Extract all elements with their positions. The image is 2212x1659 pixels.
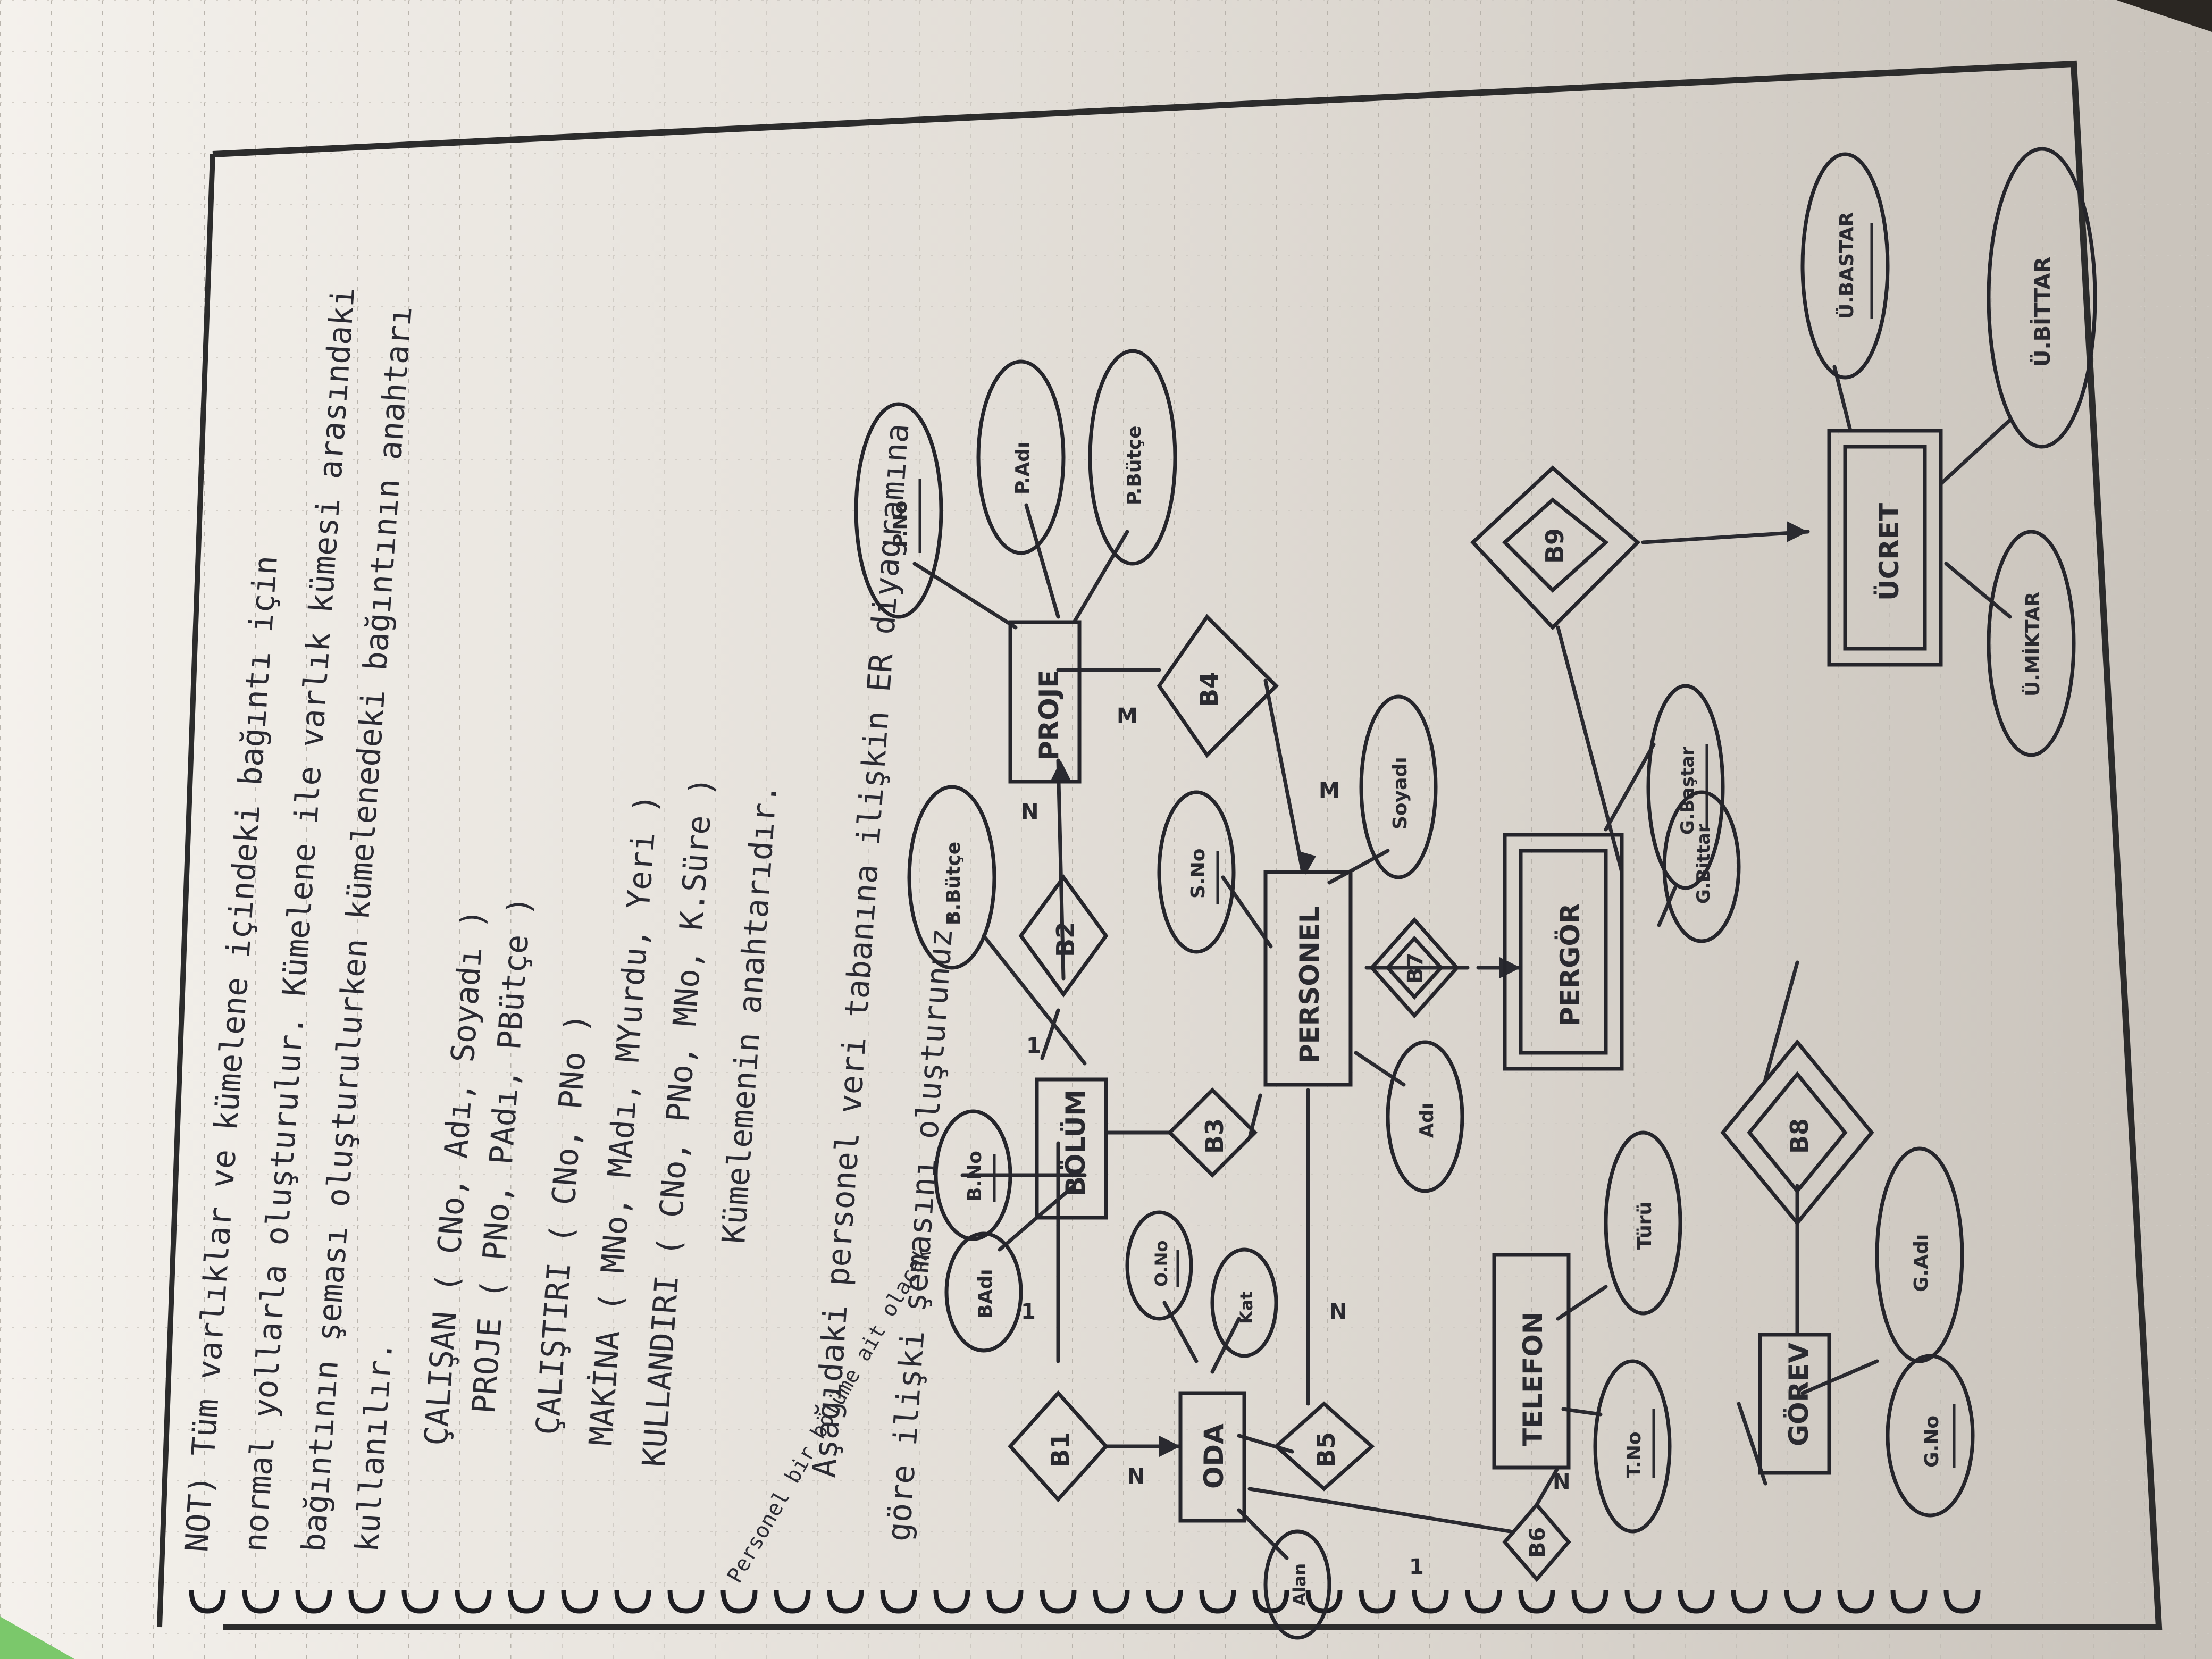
er-diagram: BÖLÜM PROJE PERSONEL ODA TELEFON GÖREV P… bbox=[854, 147, 2097, 1640]
connection-lines bbox=[912, 365, 2012, 1560]
attribute-gno-label: G.No bbox=[1921, 1415, 1943, 1468]
relationship-b8-identifying: B8 bbox=[1720, 1039, 1874, 1226]
entity-proje-label: PROJE bbox=[1034, 670, 1065, 760]
attribute-adi-label: Adı bbox=[1416, 1103, 1438, 1138]
entity-oda: ODA bbox=[1178, 1391, 1246, 1523]
attribute-badi-label: BAdı bbox=[975, 1269, 996, 1319]
attribute-gbittar: G.Bittar bbox=[1662, 790, 1741, 943]
relationship-b5-label: B5 bbox=[1312, 1432, 1340, 1468]
card-b1-bolum: 1 bbox=[1021, 1300, 1036, 1324]
attribute-turu: Türü bbox=[1604, 1130, 1682, 1316]
entity-gorev: GÖREV bbox=[1758, 1333, 1831, 1475]
attribute-ono: O.No bbox=[1125, 1210, 1193, 1321]
attribute-gbittar-label: G.Bittar bbox=[1693, 824, 1714, 904]
attribute-ubittar: Ü.BİTTAR bbox=[1987, 147, 2097, 449]
attribute-gadi-label: G.Adı bbox=[1911, 1234, 1932, 1292]
page-border bbox=[212, 60, 2163, 1630]
entity-gorev-label: GÖREV bbox=[1783, 1343, 1814, 1446]
card-b2-bolum: 1 bbox=[1026, 1034, 1041, 1058]
attribute-adi: Adı bbox=[1386, 1040, 1464, 1193]
entity-bolum-label: BÖLÜM bbox=[1060, 1090, 1091, 1196]
attribute-umiktar: Ü.MİKTAR bbox=[1987, 530, 2076, 757]
attribute-badi: BAdı bbox=[944, 1231, 1023, 1353]
card-b6-telefon: N bbox=[1553, 1470, 1570, 1494]
entity-personel-label: PERSONEL bbox=[1294, 906, 1325, 1063]
entity-telefon: TELEFON bbox=[1492, 1253, 1571, 1470]
relationship-b9-identifying: B9 bbox=[1470, 465, 1641, 631]
attribute-alan: Alan bbox=[1263, 1529, 1331, 1640]
entity-oda-label: ODA bbox=[1199, 1423, 1229, 1489]
attribute-tno-label: T.No bbox=[1623, 1431, 1645, 1478]
relationship-b6-label: B6 bbox=[1526, 1527, 1550, 1558]
attribute-kat-label: Kat bbox=[1236, 1291, 1256, 1324]
relationship-b7-label: B7 bbox=[1403, 953, 1428, 984]
spiral-binding bbox=[189, 1589, 1981, 1614]
relationship-b3: B3 bbox=[1167, 1087, 1258, 1178]
entity-personel: PERSONEL bbox=[1263, 870, 1353, 1087]
attribute-umiktar-label: Ü.MİKTAR bbox=[2022, 592, 2044, 697]
attribute-gadi: G.Adı bbox=[1875, 1146, 1964, 1363]
entity-pergor-weak: PERGÖR bbox=[1503, 833, 1624, 1071]
entity-pergor-label: PERGÖR bbox=[1554, 903, 1586, 1026]
attribute-kat: Kat bbox=[1210, 1247, 1278, 1358]
entity-ucret-weak: ÜCRET bbox=[1827, 429, 1943, 667]
relationship-b5: B5 bbox=[1273, 1401, 1375, 1492]
relationship-b4-label: B4 bbox=[1195, 672, 1224, 707]
arrow-to-personel bbox=[1297, 851, 1316, 875]
arrow-to-oda bbox=[1159, 1436, 1180, 1457]
attribute-ubastar: Ü.BASTAR bbox=[1800, 152, 1890, 380]
entity-telefon-label: TELEFON bbox=[1518, 1312, 1548, 1446]
attribute-ubittar-label: Ü.BİTTAR bbox=[2030, 257, 2055, 367]
entity-ucret-label: ÜCRET bbox=[1873, 503, 1905, 601]
attribute-sno-label: S.No bbox=[1187, 849, 1209, 899]
relationship-b7-identifying: B7 bbox=[1369, 917, 1460, 1019]
card-b6-oda: 1 bbox=[1409, 1555, 1424, 1579]
attribute-bno: B.No bbox=[934, 1109, 1012, 1241]
relationship-b1-label: B1 bbox=[1046, 1432, 1075, 1468]
arrow-to-proje bbox=[1050, 760, 1071, 782]
attribute-bbutce-label: B.Bütçe bbox=[943, 842, 965, 925]
card-b2-proje: N bbox=[1021, 800, 1038, 824]
arrow-to-ucret bbox=[1787, 521, 1808, 542]
entity-bolum: BÖLÜM bbox=[1035, 1077, 1108, 1220]
attribute-bno-label: B.No bbox=[964, 1151, 986, 1202]
attribute-gno: G.No bbox=[1886, 1354, 1975, 1518]
attribute-padi-label: P.Adı bbox=[1012, 442, 1034, 495]
attribute-soyadi-label: Soyadı bbox=[1389, 757, 1411, 830]
attribute-pbutce: P.Bütçe bbox=[1088, 349, 1177, 566]
relationship-b2-label: B2 bbox=[1051, 921, 1080, 957]
card-b4-personel: M bbox=[1319, 778, 1340, 803]
relationship-b8-label: B8 bbox=[1785, 1118, 1814, 1154]
attribute-alan-label: Alan bbox=[1289, 1563, 1310, 1606]
relationship-b3-label: B3 bbox=[1200, 1118, 1229, 1154]
attribute-pno-label: P.No bbox=[890, 501, 911, 548]
attribute-soyadi: Soyadı bbox=[1359, 694, 1438, 879]
relationship-b1: B1 bbox=[1008, 1390, 1109, 1503]
relationship-b4: B4 bbox=[1157, 614, 1279, 758]
attribute-bbutce: B.Bütçe bbox=[907, 785, 996, 970]
attribute-ono-label: O.No bbox=[1151, 1241, 1171, 1287]
attribute-pno: P.No bbox=[854, 402, 943, 619]
attribute-tno: T.No bbox=[1593, 1359, 1672, 1534]
entity-proje: PROJE bbox=[1008, 620, 1082, 784]
relationship-b2: B2 bbox=[1018, 874, 1109, 998]
relationship-b9-label: B9 bbox=[1540, 528, 1569, 564]
attribute-sno: S.No bbox=[1157, 790, 1236, 954]
card-b1-oda: N bbox=[1127, 1464, 1145, 1489]
attribute-pbutce-label: P.Bütçe bbox=[1124, 426, 1145, 505]
attribute-padi: P.Adı bbox=[976, 359, 1066, 555]
attribute-gbastar: G.Baştar bbox=[1646, 684, 1725, 890]
attribute-ubastar-label: Ü.BASTAR bbox=[1836, 212, 1858, 319]
attribute-gbastar-label: G.Baştar bbox=[1677, 747, 1698, 835]
relationship-b6: B6 bbox=[1502, 1502, 1571, 1582]
attribute-turu-label: Türü bbox=[1634, 1202, 1656, 1250]
card-b4-proje: M bbox=[1117, 704, 1138, 728]
cardinality-labels: 1 N 1 N M M N 1 N bbox=[1021, 704, 1570, 1579]
card-b5-personel: N bbox=[1329, 1300, 1347, 1324]
